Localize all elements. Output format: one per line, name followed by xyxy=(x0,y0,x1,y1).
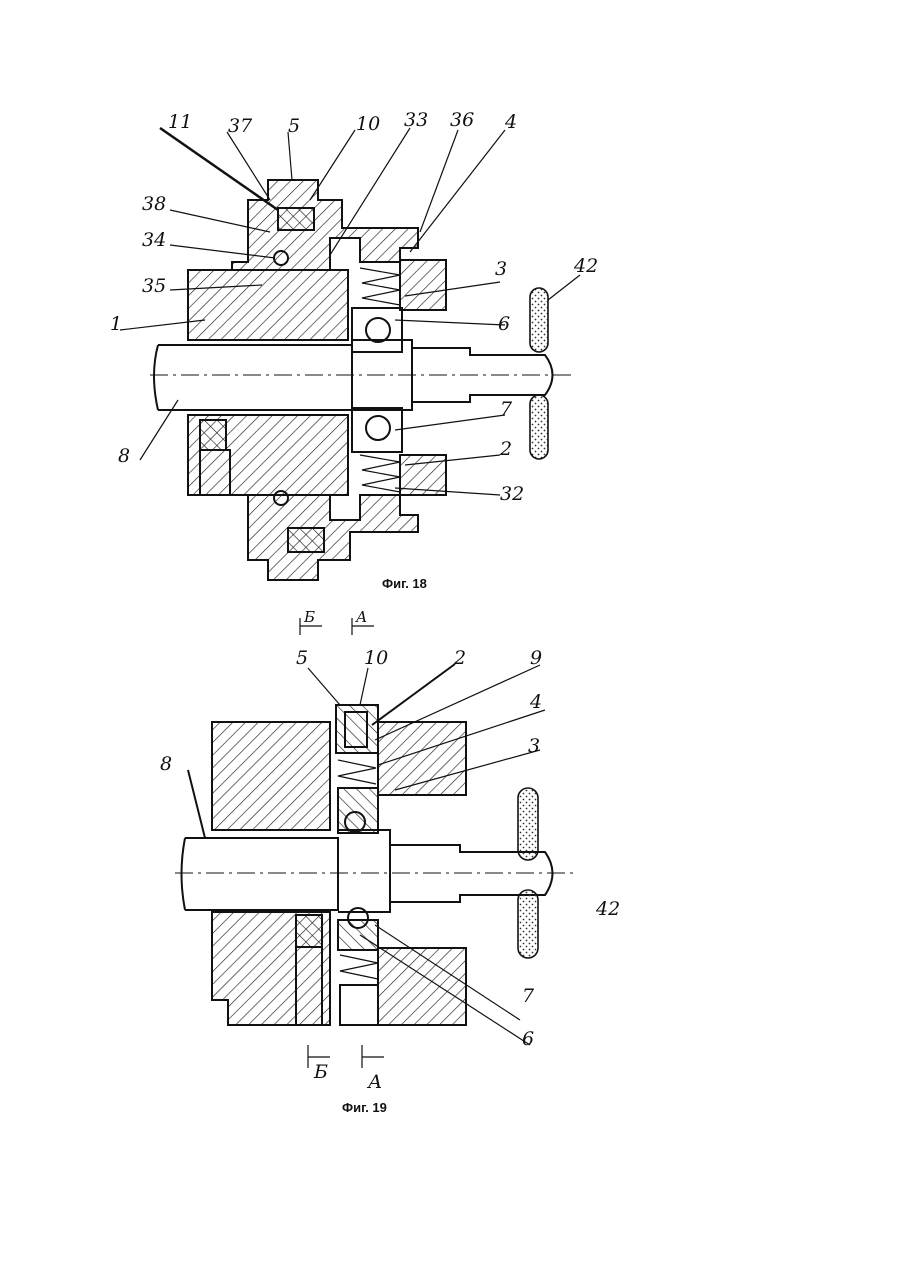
shaft-break-19 xyxy=(182,838,186,910)
label-5: 5 xyxy=(288,115,300,137)
spring-upper xyxy=(360,268,400,305)
grip-upper xyxy=(530,288,548,352)
label-3: 3 xyxy=(495,258,507,280)
grip-19-upper xyxy=(518,788,538,860)
label-19-4: 4 xyxy=(529,691,542,713)
ring-lower-19 xyxy=(338,920,378,950)
label-19-5: 5 xyxy=(296,647,308,669)
bearing-ball-upper xyxy=(366,318,390,342)
label-37: 37 xyxy=(228,115,253,137)
label-19-7: 7 xyxy=(522,985,535,1007)
figure-19: 5 10 2 9 4 3 8 42 7 6 Б А Фиг. 19 xyxy=(160,647,620,1115)
shaft-hub-19 xyxy=(338,830,390,912)
block-right-lower xyxy=(378,948,466,1025)
bearing-upper xyxy=(352,308,402,352)
label-19-3: 3 xyxy=(528,735,540,757)
label-19-42: 42 xyxy=(595,898,620,920)
label-19-6: 6 xyxy=(522,1028,534,1050)
shaft-8 xyxy=(158,345,352,410)
label-19-8: 8 xyxy=(160,753,172,775)
label-36: 36 xyxy=(450,109,474,131)
caption-fig19: Фиг. 19 xyxy=(342,1100,387,1115)
section-mark-a-19: А xyxy=(366,1071,382,1093)
section-mark-b-18: Б xyxy=(303,608,315,626)
grip-lower xyxy=(530,395,548,459)
shaft-break xyxy=(154,345,158,410)
label-19-2: 2 xyxy=(453,647,466,669)
label-8: 8 xyxy=(118,445,130,467)
label-19-10: 10 xyxy=(364,647,388,669)
body-upper xyxy=(188,270,348,340)
section-mark-a-18: А xyxy=(355,608,367,626)
seal-lower-left xyxy=(200,420,226,450)
label-1: 1 xyxy=(110,313,122,335)
caption-fig18: Фиг. 18 xyxy=(382,576,427,591)
roller-top xyxy=(278,208,314,230)
disk-bottom xyxy=(340,985,378,1025)
figure-18: 11 37 5 10 33 36 4 38 34 35 1 3 42 6 7 8… xyxy=(110,109,598,635)
section-mark-b-19: Б xyxy=(313,1061,328,1083)
flange-top xyxy=(400,260,446,310)
label-32: 32 xyxy=(500,483,524,505)
label-11: 11 xyxy=(168,111,192,133)
seal-19 xyxy=(296,915,322,947)
shaft-19 xyxy=(185,838,338,910)
label-19-9: 9 xyxy=(530,647,542,669)
label-42: 42 xyxy=(573,255,598,277)
block-left-upper xyxy=(212,722,330,830)
roller-bottom xyxy=(288,528,324,552)
bearing-ball-lower xyxy=(366,416,390,440)
label-34: 34 xyxy=(142,229,166,251)
label-10: 10 xyxy=(356,113,380,135)
label-33: 33 xyxy=(404,109,428,131)
grip-19-lower xyxy=(518,890,538,958)
spring-19-lower xyxy=(340,955,378,979)
label-7: 7 xyxy=(500,398,513,420)
label-4: 4 xyxy=(504,111,517,133)
spring-lower xyxy=(360,455,400,492)
label-2: 2 xyxy=(499,438,512,460)
label-35: 35 xyxy=(142,275,166,297)
bearing-lower xyxy=(352,408,402,452)
spring-19-upper xyxy=(338,760,376,784)
ring-upper-19 xyxy=(338,788,378,833)
label-6: 6 xyxy=(498,313,510,335)
label-38: 38 xyxy=(142,193,166,215)
